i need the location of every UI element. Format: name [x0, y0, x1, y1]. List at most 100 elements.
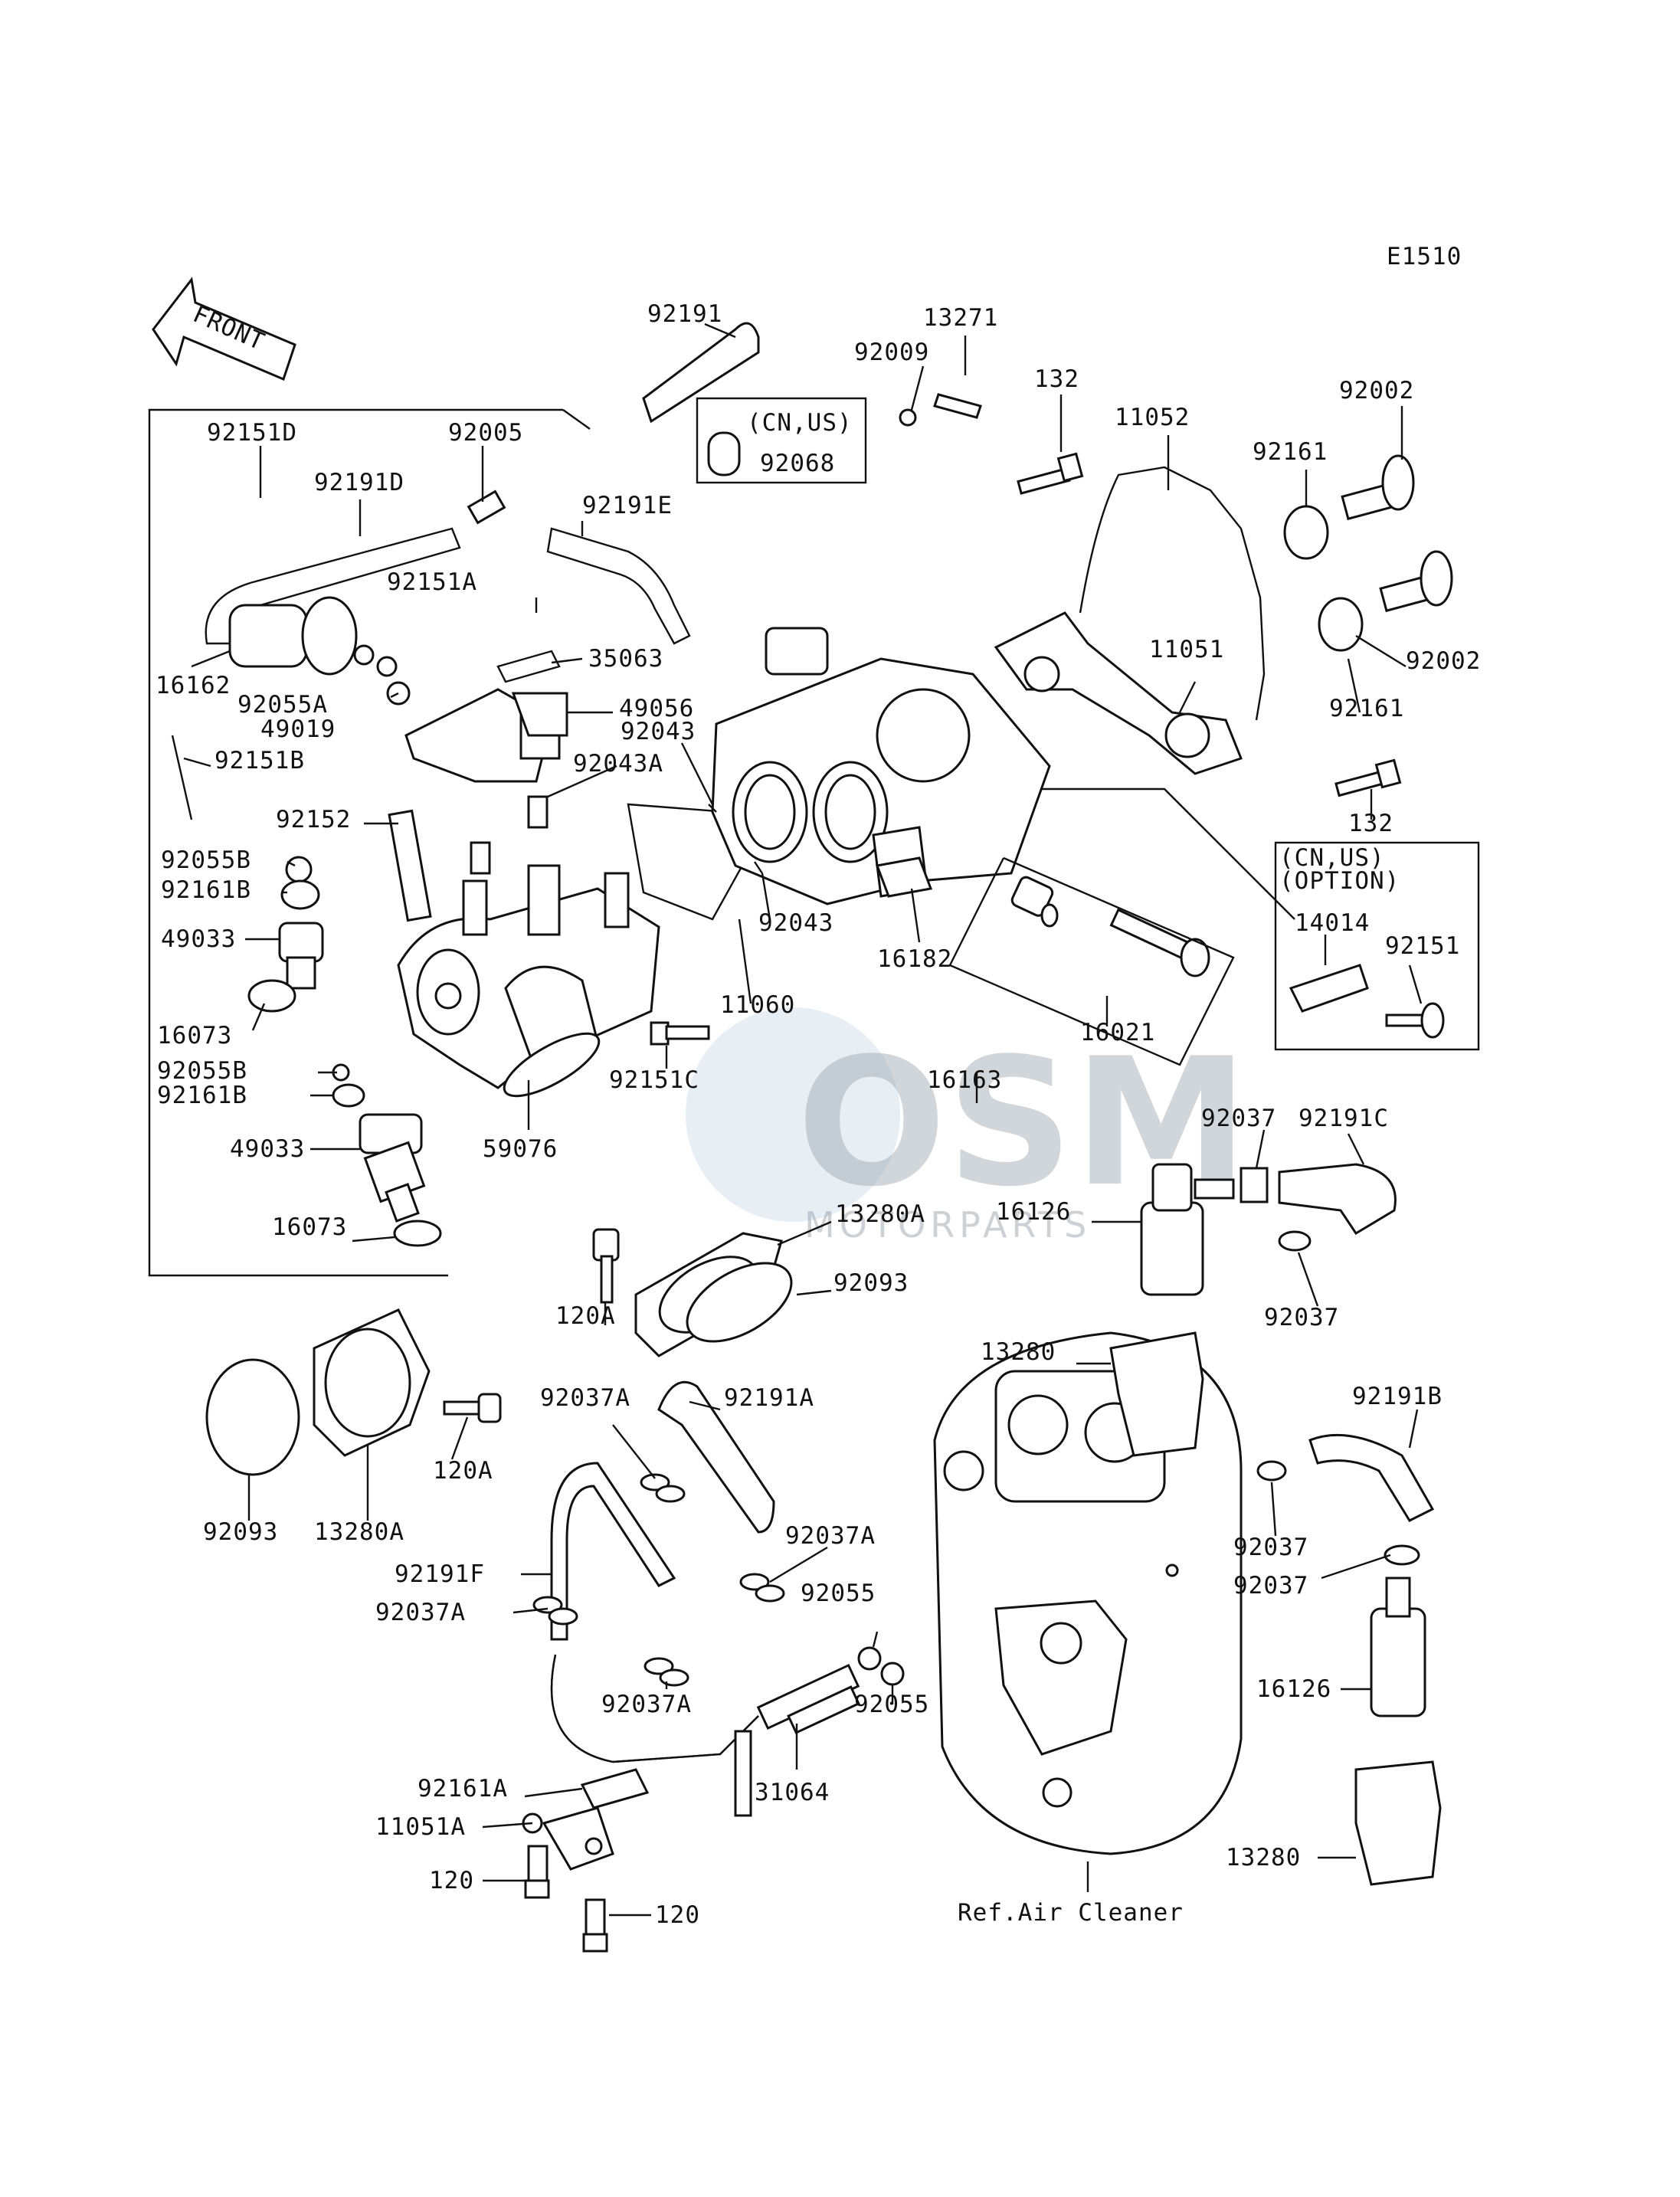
bolt-92151c [650, 1021, 710, 1046]
note-cn-us-option-2: (OPTION) [1279, 867, 1400, 895]
pipe-92152 [388, 809, 432, 922]
callout-label: 16182 [877, 945, 952, 973]
grommet-92161-top [1283, 505, 1329, 560]
grommet-92161-bottom [1318, 597, 1364, 652]
leader-lines [183, 323, 1423, 1917]
callout-label: 92068 [760, 450, 835, 477]
callout-label: 92151A [387, 568, 477, 596]
callout-label: 49033 [161, 925, 236, 953]
callout-labels: 92191 13271 92009 132 11052 92002 92161 … [156, 300, 1481, 1929]
callout-label: 92055A [237, 691, 328, 719]
callout-label: 92002 [1406, 647, 1481, 675]
clamp-92037a-2 [739, 1573, 785, 1603]
callout-label: 59076 [483, 1135, 558, 1163]
callout-label: 35063 [588, 645, 663, 673]
callout-label: 92037A [540, 1384, 630, 1412]
callout-label: 13280A [314, 1518, 404, 1546]
callout-label: 13271 [923, 304, 998, 332]
callout-label: 11051A [375, 1813, 466, 1841]
note-cn-us-option-1: (CN,US) [1279, 844, 1385, 872]
oring-92055b [285, 856, 313, 883]
callout-label: 92191D [314, 469, 404, 496]
callout-label: 132 [1034, 365, 1079, 393]
group-border-left [148, 408, 563, 1277]
callout-label: 92191F [395, 1560, 485, 1588]
collar-lower [470, 841, 491, 875]
injector-49033-lower [359, 1113, 426, 1223]
callout-label: 11060 [720, 991, 795, 1019]
screw-92151 [1385, 1002, 1445, 1039]
callout-label: 92037 [1201, 1105, 1276, 1132]
watermark-logo: OSM MOTORPARTS [686, 1007, 1249, 1246]
callout-label: 16021 [1080, 1019, 1155, 1046]
option-box [1274, 841, 1480, 1051]
callout-label: 92005 [448, 419, 523, 447]
fitting-92005 [467, 489, 506, 525]
callout-label: 92055B [161, 846, 251, 874]
callout-label: 16126 [996, 1198, 1071, 1226]
callout-label: 120A [433, 1457, 493, 1485]
filter-16126-lower [1370, 1577, 1426, 1717]
callout-label: 92055 [854, 1691, 929, 1718]
callout-label: 92161A [418, 1775, 508, 1802]
bolt-132-top [1017, 452, 1084, 495]
group-border-left-top [562, 409, 591, 430]
callout-label: 92043 [621, 718, 696, 745]
ring-92161b [280, 879, 320, 910]
clamp-92037a-1 [640, 1473, 686, 1503]
callout-label: 120 [655, 1901, 700, 1929]
callout-label: 16163 [927, 1066, 1002, 1094]
bracket-11052 [1079, 466, 1266, 721]
screw-set-16021 [1010, 876, 1210, 977]
callout-label: 92037A [785, 1522, 876, 1550]
hose-92191b [1308, 1433, 1435, 1522]
pin-92043-lower [754, 861, 763, 874]
damper-92161a [580, 1768, 650, 1809]
callout-label: 11052 [1115, 404, 1190, 431]
bolt-120a-upper [592, 1228, 620, 1304]
ring-92161b-lower [332, 1083, 365, 1108]
pin-92043 [708, 804, 717, 813]
callout-label: 92037 [1233, 1572, 1308, 1599]
bracket-49056 [511, 692, 568, 737]
callout-label: 16073 [157, 1022, 232, 1049]
seal-16073-upper [247, 979, 296, 1013]
oring-92055-1 [857, 1646, 882, 1671]
callout-label: 92151 [1385, 932, 1460, 960]
callout-label: 92191 [647, 300, 722, 328]
callout-label: 132 [1348, 810, 1393, 837]
gasket-11060 [627, 803, 752, 921]
callout-label: 92043 [758, 909, 833, 937]
callout-label: 92161B [157, 1082, 247, 1109]
callout-label: 16162 [156, 672, 231, 699]
cap-92068 [707, 431, 741, 476]
holder-13280-lower [1354, 1760, 1442, 1886]
callout-label: 31064 [755, 1779, 830, 1806]
group-border-16021 [948, 856, 1235, 1066]
callout-label: 49056 [619, 695, 694, 722]
hose-92191c [1278, 1163, 1397, 1236]
callout-label: 92161 [1253, 438, 1328, 466]
callout-label: 49019 [260, 715, 336, 743]
callout-label: 92191B [1352, 1383, 1443, 1410]
oring-92055-2 [880, 1662, 905, 1686]
callout-label: 92191E [582, 492, 673, 519]
callout-label: 13280A [835, 1200, 925, 1228]
callout-label: 92151B [215, 747, 305, 774]
front-arrow-icon: FRONT [152, 277, 296, 381]
clamp-92037a-3 [532, 1596, 578, 1626]
diagram-code: E1510 [1387, 243, 1462, 270]
callout-label: 92152 [276, 806, 351, 833]
callout-label: 92093 [203, 1518, 278, 1546]
seal-92093-upper [686, 1262, 793, 1343]
watermark-subtitle: MOTORPARTS [804, 1204, 1091, 1246]
callout-label: 92037A [375, 1599, 466, 1626]
cn-us-box [696, 397, 867, 484]
callout-label: 92151D [207, 419, 297, 447]
holder-13280-upper [1109, 1331, 1204, 1457]
callout-label: 13280 [981, 1338, 1056, 1366]
note-ref-air-cleaner: Ref.Air Cleaner [958, 1899, 1184, 1927]
throttle-body [711, 627, 1051, 905]
filter-16126-upper [1140, 1163, 1235, 1296]
